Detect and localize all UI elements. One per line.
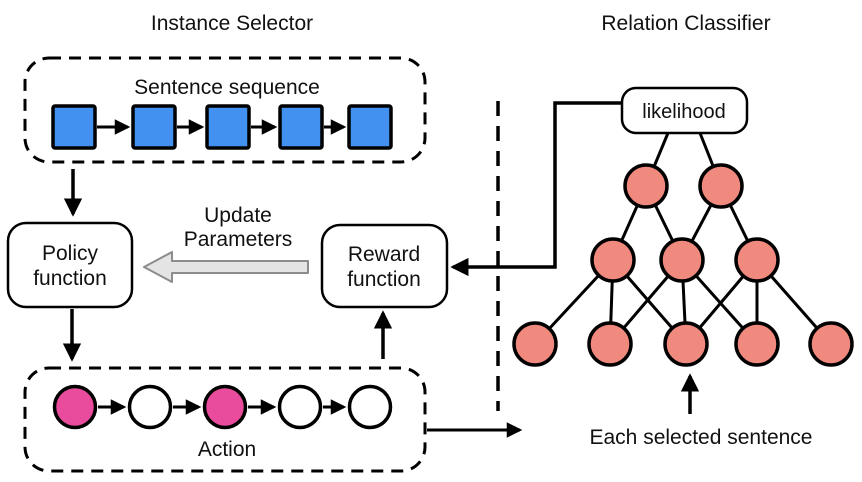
instance-selector-title: Instance Selector bbox=[151, 12, 313, 35]
classifier-node bbox=[734, 237, 780, 283]
sentence-square bbox=[347, 104, 393, 150]
action-node-unselected bbox=[277, 384, 323, 430]
reward-function-box bbox=[320, 223, 449, 309]
classifier-node bbox=[659, 237, 705, 283]
classifier-node bbox=[587, 321, 633, 367]
update-parameters-arrow bbox=[143, 251, 309, 283]
policy-function-box bbox=[6, 221, 134, 309]
reward-function-label-line1: Reward bbox=[348, 243, 420, 266]
sentence-square bbox=[205, 104, 251, 150]
action-node-unselected bbox=[127, 384, 173, 430]
action-node-row bbox=[52, 384, 393, 430]
likelihood-to-reward-arrow bbox=[450, 101, 622, 277]
action-node-selected bbox=[202, 384, 248, 430]
sentence-sequence-label: Sentence sequence bbox=[134, 76, 320, 99]
classifier-node bbox=[590, 237, 636, 283]
policy-function-label-line1: Policy bbox=[42, 242, 99, 265]
update-parameters-label-line2: Parameters bbox=[184, 228, 293, 251]
classifier-node bbox=[698, 163, 744, 209]
reward-function-label-line2: function bbox=[347, 268, 421, 291]
update-parameters-label-line1: Update bbox=[204, 204, 272, 227]
action-label: Action bbox=[198, 438, 256, 461]
sentence-square bbox=[278, 104, 324, 150]
classifier-node bbox=[512, 321, 558, 367]
classifier-node bbox=[734, 321, 780, 367]
sentence-square-row bbox=[51, 104, 393, 150]
selected-sentence-label: Each selected sentence bbox=[590, 426, 813, 449]
policy-function-label-line2: function bbox=[33, 267, 107, 290]
likelihood-box bbox=[620, 86, 749, 135]
likelihood-label: likelihood bbox=[642, 101, 725, 123]
classifier-network bbox=[512, 132, 854, 367]
action-node-unselected bbox=[347, 384, 393, 430]
classifier-node bbox=[623, 163, 669, 209]
relation-classifier-title: Relation Classifier bbox=[601, 12, 770, 35]
action-node-selected bbox=[52, 384, 98, 430]
sentence-sequence-box bbox=[23, 56, 427, 164]
sentence-square bbox=[131, 104, 177, 150]
classifier-node bbox=[663, 321, 709, 367]
sentence-square bbox=[51, 104, 97, 150]
classifier-node bbox=[808, 321, 854, 367]
